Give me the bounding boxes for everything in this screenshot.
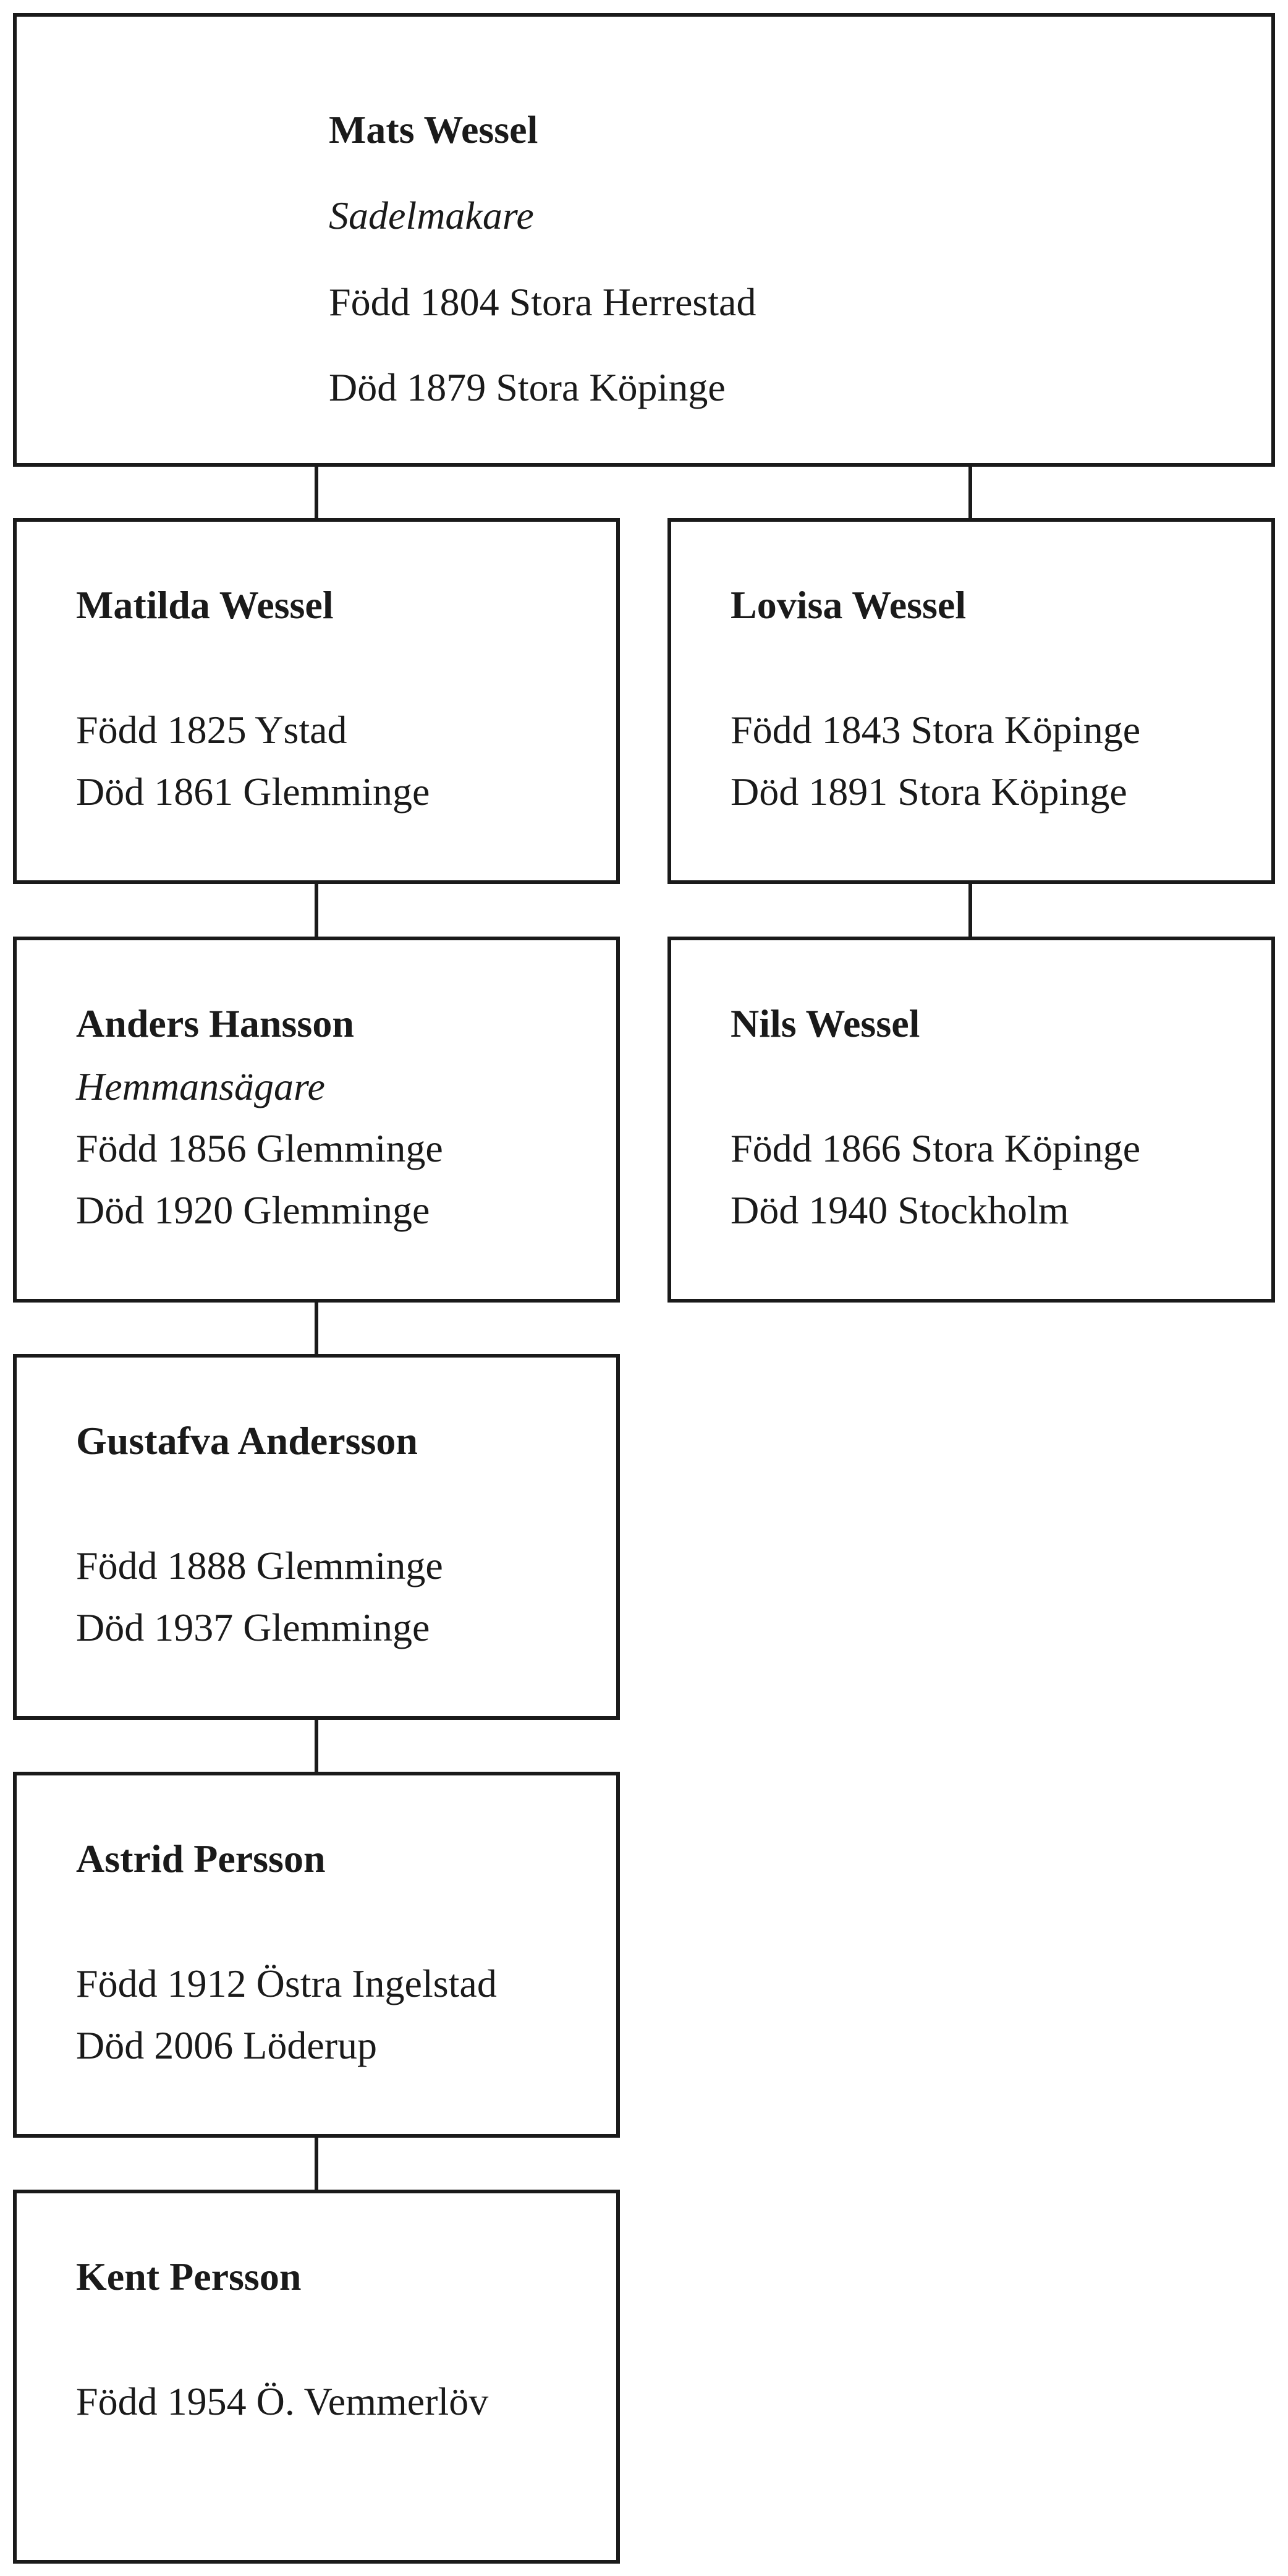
person-occupation: Sadelmakare [329, 193, 534, 237]
person-name: Gustafva Andersson [76, 1419, 418, 1463]
person-name: Astrid Persson [76, 1837, 326, 1881]
person-box-anders-hansson: Anders Hansson Hemmansägare Född 1856 Gl… [13, 937, 620, 1303]
person-birth: Född 1912 Östra Ingelstad [76, 1962, 497, 2005]
connector-line [315, 1303, 318, 1354]
person-death: Död 1940 Stockholm [731, 1188, 1069, 1232]
person-box-kent-persson: Kent Persson Född 1954 Ö. Vemmerlöv [13, 2190, 620, 2564]
connector-line [968, 884, 972, 937]
person-name: Matilda Wessel [76, 583, 334, 627]
person-birth: Född 1888 Glemminge [76, 1544, 443, 1588]
connector-line [315, 467, 318, 518]
person-birth: Född 1804 Stora Herrestad [329, 280, 756, 324]
connector-line [315, 1720, 318, 1772]
person-death: Död 1937 Glemminge [76, 1605, 430, 1649]
person-birth: Född 1856 Glemminge [76, 1126, 443, 1170]
person-death: Död 1920 Glemminge [76, 1188, 430, 1232]
connector-line [315, 2138, 318, 2190]
person-death: Död 1891 Stora Köpinge [731, 770, 1127, 814]
person-birth: Född 1843 Stora Köpinge [731, 708, 1141, 752]
person-name: Mats Wessel [329, 108, 538, 151]
person-birth: Född 1954 Ö. Vemmerlöv [76, 2379, 489, 2423]
person-box-mats-wessel: Mats Wessel Sadelmakare Född 1804 Stora … [13, 13, 1275, 467]
person-box-matilda-wessel: Matilda Wessel Född 1825 Ystad Död 1861 … [13, 518, 620, 884]
person-occupation: Hemmansägare [76, 1065, 325, 1108]
person-birth: Född 1866 Stora Köpinge [731, 1126, 1141, 1170]
person-death: Död 1879 Stora Köpinge [329, 365, 726, 409]
person-name: Lovisa Wessel [731, 583, 967, 627]
person-box-astrid-persson: Astrid Persson Född 1912 Östra Ingelstad… [13, 1772, 620, 2138]
person-birth: Född 1825 Ystad [76, 708, 347, 752]
person-death: Död 1861 Glemminge [76, 770, 430, 814]
person-box-nils-wessel: Nils Wessel Född 1866 Stora Köpinge Död … [667, 937, 1275, 1303]
connector-line [315, 884, 318, 937]
person-name: Nils Wessel [731, 1001, 920, 1045]
person-death: Död 2006 Löderup [76, 2023, 378, 2067]
connector-line [968, 467, 972, 518]
person-box-gustafva-andersson: Gustafva Andersson Född 1888 Glemminge D… [13, 1354, 620, 1720]
person-name: Anders Hansson [76, 1001, 354, 1045]
person-box-lovisa-wessel: Lovisa Wessel Född 1843 Stora Köpinge Dö… [667, 518, 1275, 884]
person-name: Kent Persson [76, 2255, 302, 2298]
